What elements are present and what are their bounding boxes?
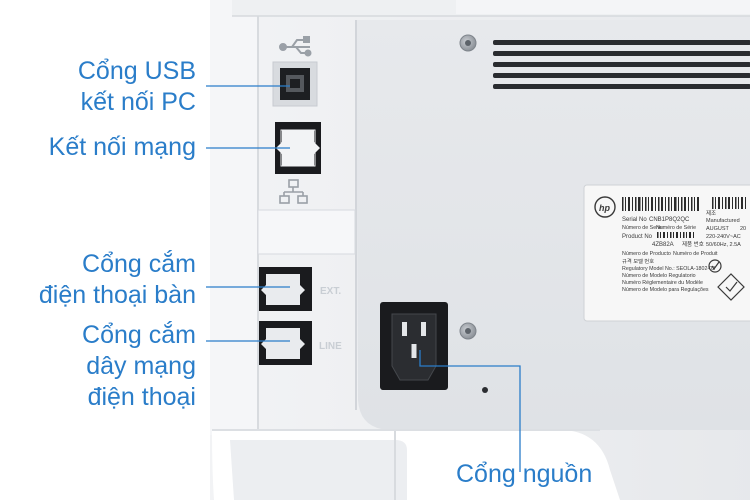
- sticker-numero-producto: Número de Producto: [622, 251, 671, 257]
- callout-phone-ext: Cổng cắm điện thoại bàn: [39, 249, 196, 311]
- sticker-manufactured: Manufactured: [706, 218, 740, 224]
- callout-phone-ext-line1: Cổng cắm: [82, 250, 196, 278]
- sticker-serial-value: CNB1P8Q2QC: [649, 217, 690, 223]
- callout-power: Cổng nguồn: [456, 459, 592, 490]
- sticker-serial-label: Serial No: [622, 217, 647, 223]
- product-sticker: hp Serial No CNB1P8Q2QC 제조 Manufactured …: [583, 184, 750, 322]
- vent-grille: [493, 40, 750, 89]
- callout-usb: Cổng USB kết nối PC: [78, 56, 196, 118]
- cert-mark-icon: [708, 259, 722, 273]
- sticker-reg-pt: Número de Modelo para Regulações: [622, 287, 709, 293]
- callout-phone-line: Cổng cắm dây mạng điện thoại: [82, 320, 196, 413]
- callout-usb-line1: Cổng USB: [77, 57, 196, 85]
- network-port: [275, 122, 321, 174]
- power-socket: [380, 302, 488, 393]
- usb-port: [272, 61, 318, 107]
- callout-usb-line2: kết nối PC: [80, 88, 196, 116]
- line-port: LINE: [259, 321, 342, 365]
- sticker-local-model: 규격 모델 번호: [622, 257, 654, 265]
- sticker-numero-serie: Número de Serie: [622, 225, 662, 231]
- ext-port-label: EXT.: [320, 286, 341, 297]
- sticker-year: 20: [740, 226, 746, 232]
- sticker-numero-serie-fr: Numéro de Série: [656, 225, 696, 231]
- blank-plate: [257, 209, 356, 255]
- callout-phone-line-line2: dây mạng: [86, 352, 196, 380]
- ext-port: EXT.: [259, 267, 341, 311]
- sticker-voltage: 220-240V~AC: [706, 234, 741, 240]
- line-port-label: LINE: [319, 341, 342, 352]
- callout-lines: [206, 85, 521, 472]
- sticker-brand: hp: [599, 203, 610, 213]
- callout-power-line1: Cổng nguồn: [456, 460, 593, 488]
- sticker-product-local: 제품 번호: [682, 240, 704, 248]
- callout-phone-line-line1: Cổng cắm: [82, 321, 196, 349]
- callout-network: Kết nối mạng: [49, 132, 196, 163]
- barcode: [622, 197, 746, 238]
- sticker-product-value: 4ZB82A: [652, 242, 674, 248]
- usb-icon: [279, 36, 312, 57]
- network-icon: [279, 179, 308, 204]
- sticker-month: AUGUST: [706, 226, 730, 232]
- sticker-regulatory: Regulatory Model No.: SEOLA-1802-02: [622, 266, 715, 272]
- sticker-reg-es: Número de Modelo Regulatorio: [622, 273, 696, 279]
- cert-mark-icon: [717, 273, 745, 301]
- sticker-serial-local: 제조: [706, 209, 716, 217]
- screw-icon: [459, 322, 477, 340]
- screw-icon: [459, 34, 477, 52]
- callout-phone-ext-line2: điện thoại bàn: [38, 281, 196, 309]
- callout-phone-line-line3: điện thoại: [87, 383, 196, 411]
- sticker-product-label: Product No: [622, 234, 653, 240]
- callout-network-line1: Kết nối mạng: [48, 133, 196, 161]
- sticker-reg-fr: Numéro Réglementaire du Modèle: [622, 280, 703, 286]
- sticker-frequency: 50/60Hz, 2.5A: [706, 242, 741, 248]
- sticker-numero-produit: Numéro de Produit: [673, 251, 718, 257]
